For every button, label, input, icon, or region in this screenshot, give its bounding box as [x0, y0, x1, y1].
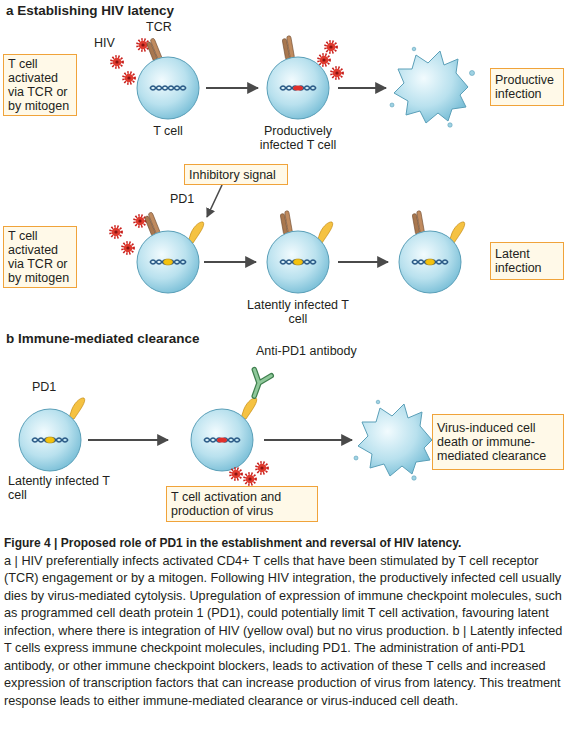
t-cell-outline: [134, 54, 202, 122]
t-cell: Productively infected T cell: [264, 54, 332, 122]
process-arrow: [88, 439, 168, 441]
figure-title: Figure 4 | Proposed role of PD1 in the e…: [4, 535, 566, 553]
process-box: Latent infection: [490, 242, 564, 280]
receptor-label: TCR: [146, 20, 172, 34]
process-box: T cell activation and production of viru…: [166, 486, 318, 522]
t-cell: T cell: [134, 54, 202, 122]
process-box: Productive infection: [490, 68, 564, 106]
integrated-provirus: [164, 259, 173, 265]
box-text: T cell activated via TCR or by mitogen: [8, 57, 72, 113]
box-text-group: T cell activated via TCR or by mitogen: [8, 229, 72, 285]
box-text: T cell activated via TCR or by mitogen: [8, 229, 72, 285]
hiv-virion: [111, 56, 122, 67]
box-text: Latent infection: [495, 247, 559, 275]
process-arrow: [338, 87, 386, 89]
tcr-receptor: [282, 36, 295, 60]
t-cell-body: [19, 409, 81, 471]
process-arrow: [264, 439, 352, 441]
panel-heading: b Immune-mediated clearance: [6, 332, 200, 346]
tcr-receptor: [412, 211, 425, 235]
hiv-virion: [331, 67, 342, 78]
hiv-virion: [325, 41, 336, 52]
cell-label: Productively infected T cell: [243, 124, 353, 152]
dying-cell: [354, 400, 439, 480]
pd1-receptor: [69, 398, 85, 419]
virus-label: HIV: [94, 36, 115, 50]
hiv-virion: [230, 468, 241, 479]
hiv-virion: [244, 473, 255, 484]
hiv-virion: [123, 72, 134, 83]
antibody-symbol: [246, 370, 271, 400]
t-cell: Latently infected T cell: [264, 228, 332, 296]
t-cell: [137, 231, 199, 293]
hiv-virion: [318, 54, 329, 65]
box-text: T cell activation and production of viru…: [171, 490, 313, 518]
process-box: Inhibitory signal: [184, 164, 288, 185]
box-text-group: Productive infection: [495, 73, 559, 101]
hiv-virion: [256, 462, 267, 473]
process-arrow: [206, 87, 258, 89]
t-cell: [399, 231, 461, 293]
receptor-label: PD1: [32, 380, 56, 394]
integrated-provirus: [426, 259, 435, 265]
t-cell-body: [399, 231, 461, 293]
dying-cell: [390, 47, 475, 127]
cell-label: Latently infected T cell: [8, 474, 118, 502]
t-cell-outline: [16, 406, 84, 474]
cell-label: Latently infected T cell: [243, 298, 353, 326]
hiv-virion: [134, 215, 145, 226]
box-text-group: Inhibitory signal: [189, 168, 276, 182]
integrated-provirus: [217, 437, 227, 442]
t-cell-body: [137, 231, 199, 293]
t-cell: Latently infected T cell: [16, 406, 84, 474]
t-cell-body: [267, 57, 329, 119]
t-cell-outline: [264, 228, 332, 296]
figure-caption: a | HIV preferentially infects activated…: [4, 553, 566, 711]
receptor-label: PD1: [170, 192, 194, 206]
cell-label: T cell: [113, 124, 223, 138]
box-text-group: T cell activation and production of viru…: [171, 490, 313, 518]
process-arrow: [204, 261, 256, 263]
hiv-virion: [110, 226, 121, 237]
box-text: Virus-induced cell death or immune-media…: [437, 421, 559, 463]
box-text: Inhibitory signal: [189, 168, 276, 182]
t-cell-body: [191, 409, 253, 471]
integrated-provirus: [294, 259, 303, 265]
pd1-receptor: [241, 398, 257, 419]
activated-t-cell: [191, 409, 253, 471]
process-box: T cell activated via TCR or by mitogen: [3, 226, 77, 288]
signal-leader: [207, 185, 222, 217]
box-text: Productive infection: [495, 73, 559, 101]
t-cell-outline: [264, 54, 332, 122]
t-cell-body: [267, 231, 329, 293]
process-arrow: [338, 261, 388, 263]
hiv-virion: [122, 242, 133, 253]
antibody-label: Anti-PD1 antibody: [256, 344, 357, 358]
process-box: Virus-induced cell death or immune-media…: [432, 414, 564, 470]
process-box: T cell activated via TCR or by mitogen: [3, 54, 77, 116]
tcr-receptor: [280, 211, 293, 235]
panel-heading: a Establishing HIV latency: [6, 4, 174, 18]
integrated-provirus: [46, 437, 55, 443]
box-text-group: Latent infection: [495, 247, 559, 275]
box-text-group: T cell activated via TCR or by mitogen: [8, 57, 72, 113]
figure-caption-block: Figure 4 | Proposed role of PD1 in the e…: [4, 535, 566, 710]
box-text-group: Virus-induced cell death or immune-media…: [437, 421, 559, 463]
t-cell-body: [137, 57, 199, 119]
integrated-provirus: [293, 85, 303, 90]
